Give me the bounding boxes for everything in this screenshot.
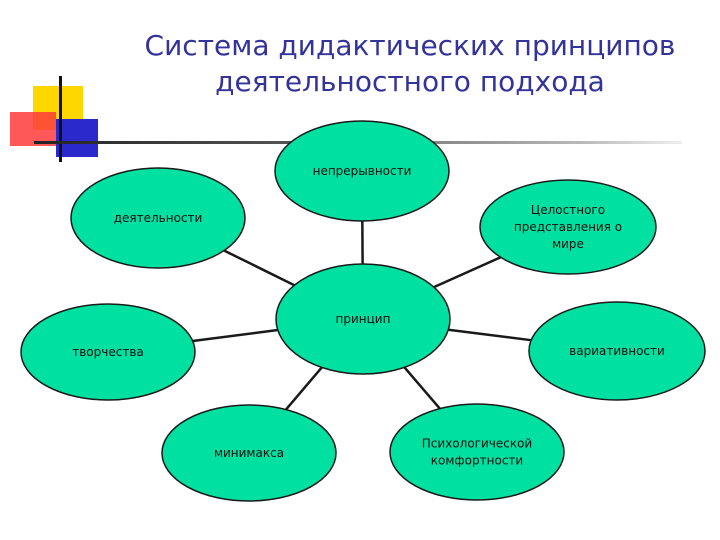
edge-comfort (403, 366, 441, 410)
edge-creativity (192, 328, 278, 343)
node-comfort-ellipse (389, 403, 565, 501)
slide-title: Система дидактических принципов деятельн… (110, 28, 710, 100)
title-line-2: деятельностного подхода (215, 65, 605, 98)
node-center-ellipse (275, 263, 451, 375)
edge-minimax (285, 366, 323, 411)
node-minimax: минимакса (161, 404, 337, 502)
node-center-label: принцип (336, 312, 391, 326)
node-continuity-label: непрерывности (313, 164, 412, 178)
node-activity-label: деятельности (114, 211, 203, 225)
node-variability-label: вариативности (569, 344, 665, 358)
node-minimax-ellipse (161, 404, 337, 502)
node-holistic-ellipse (479, 179, 657, 275)
edge-variability (448, 328, 532, 342)
node-creativity-ellipse (20, 303, 196, 401)
diagram-edges (192, 220, 532, 411)
node-center: принцип (275, 263, 451, 375)
decor-blue-square (56, 119, 98, 157)
node-activity: деятельности (70, 167, 246, 269)
node-continuity-ellipse (274, 120, 450, 222)
edge-holistic (433, 256, 502, 289)
decor-red-square (10, 112, 56, 146)
decor-vertical-line (59, 76, 62, 162)
node-variability: вариативности (528, 301, 706, 401)
node-creativity: творчества (20, 303, 196, 401)
node-variability-ellipse (528, 301, 706, 401)
title-line-1: Система дидактических принципов (144, 29, 676, 62)
node-continuity: непрерывности (274, 120, 450, 222)
node-activity-ellipse (70, 167, 246, 269)
node-minimax-label: минимакса (214, 446, 284, 460)
edge-activity (223, 249, 295, 287)
node-creativity-label: творчества (72, 345, 144, 359)
